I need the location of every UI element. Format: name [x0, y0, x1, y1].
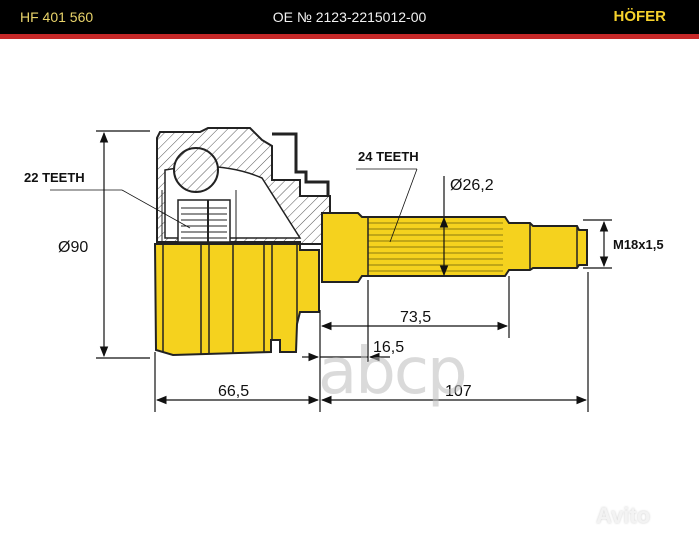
header-bar: HF 401 560 OE № 2123-2215012-00 HÖFER: [0, 0, 699, 34]
abcp-watermark: abcp: [318, 335, 468, 409]
dim-body-length: 66,5: [218, 383, 249, 400]
dimension-lines: [50, 130, 612, 412]
brand-logo: HÖFER: [613, 8, 667, 25]
housing-section: [156, 127, 331, 245]
dim-spline-start: 16,5: [373, 339, 404, 356]
avito-watermark: Avito: [596, 503, 651, 528]
spline-diameter-label: Ø26,2: [450, 177, 494, 194]
thread-label: M18x1,5: [613, 237, 664, 252]
outer-teeth-label: 22 TEETH: [24, 170, 85, 185]
stub-shaft: [321, 212, 588, 283]
shaft-teeth-label: 24 TEETH: [358, 149, 419, 164]
accent-line: [0, 34, 699, 39]
dim-spline-end: 73,5: [400, 309, 431, 326]
housing-body: [153, 243, 320, 357]
outer-diameter-label: Ø90: [58, 239, 88, 256]
part-number: HF 401 560: [20, 9, 94, 25]
dim-shaft-length: 107: [445, 383, 472, 400]
oe-number: OE № 2123-2215012-00: [272, 9, 427, 25]
